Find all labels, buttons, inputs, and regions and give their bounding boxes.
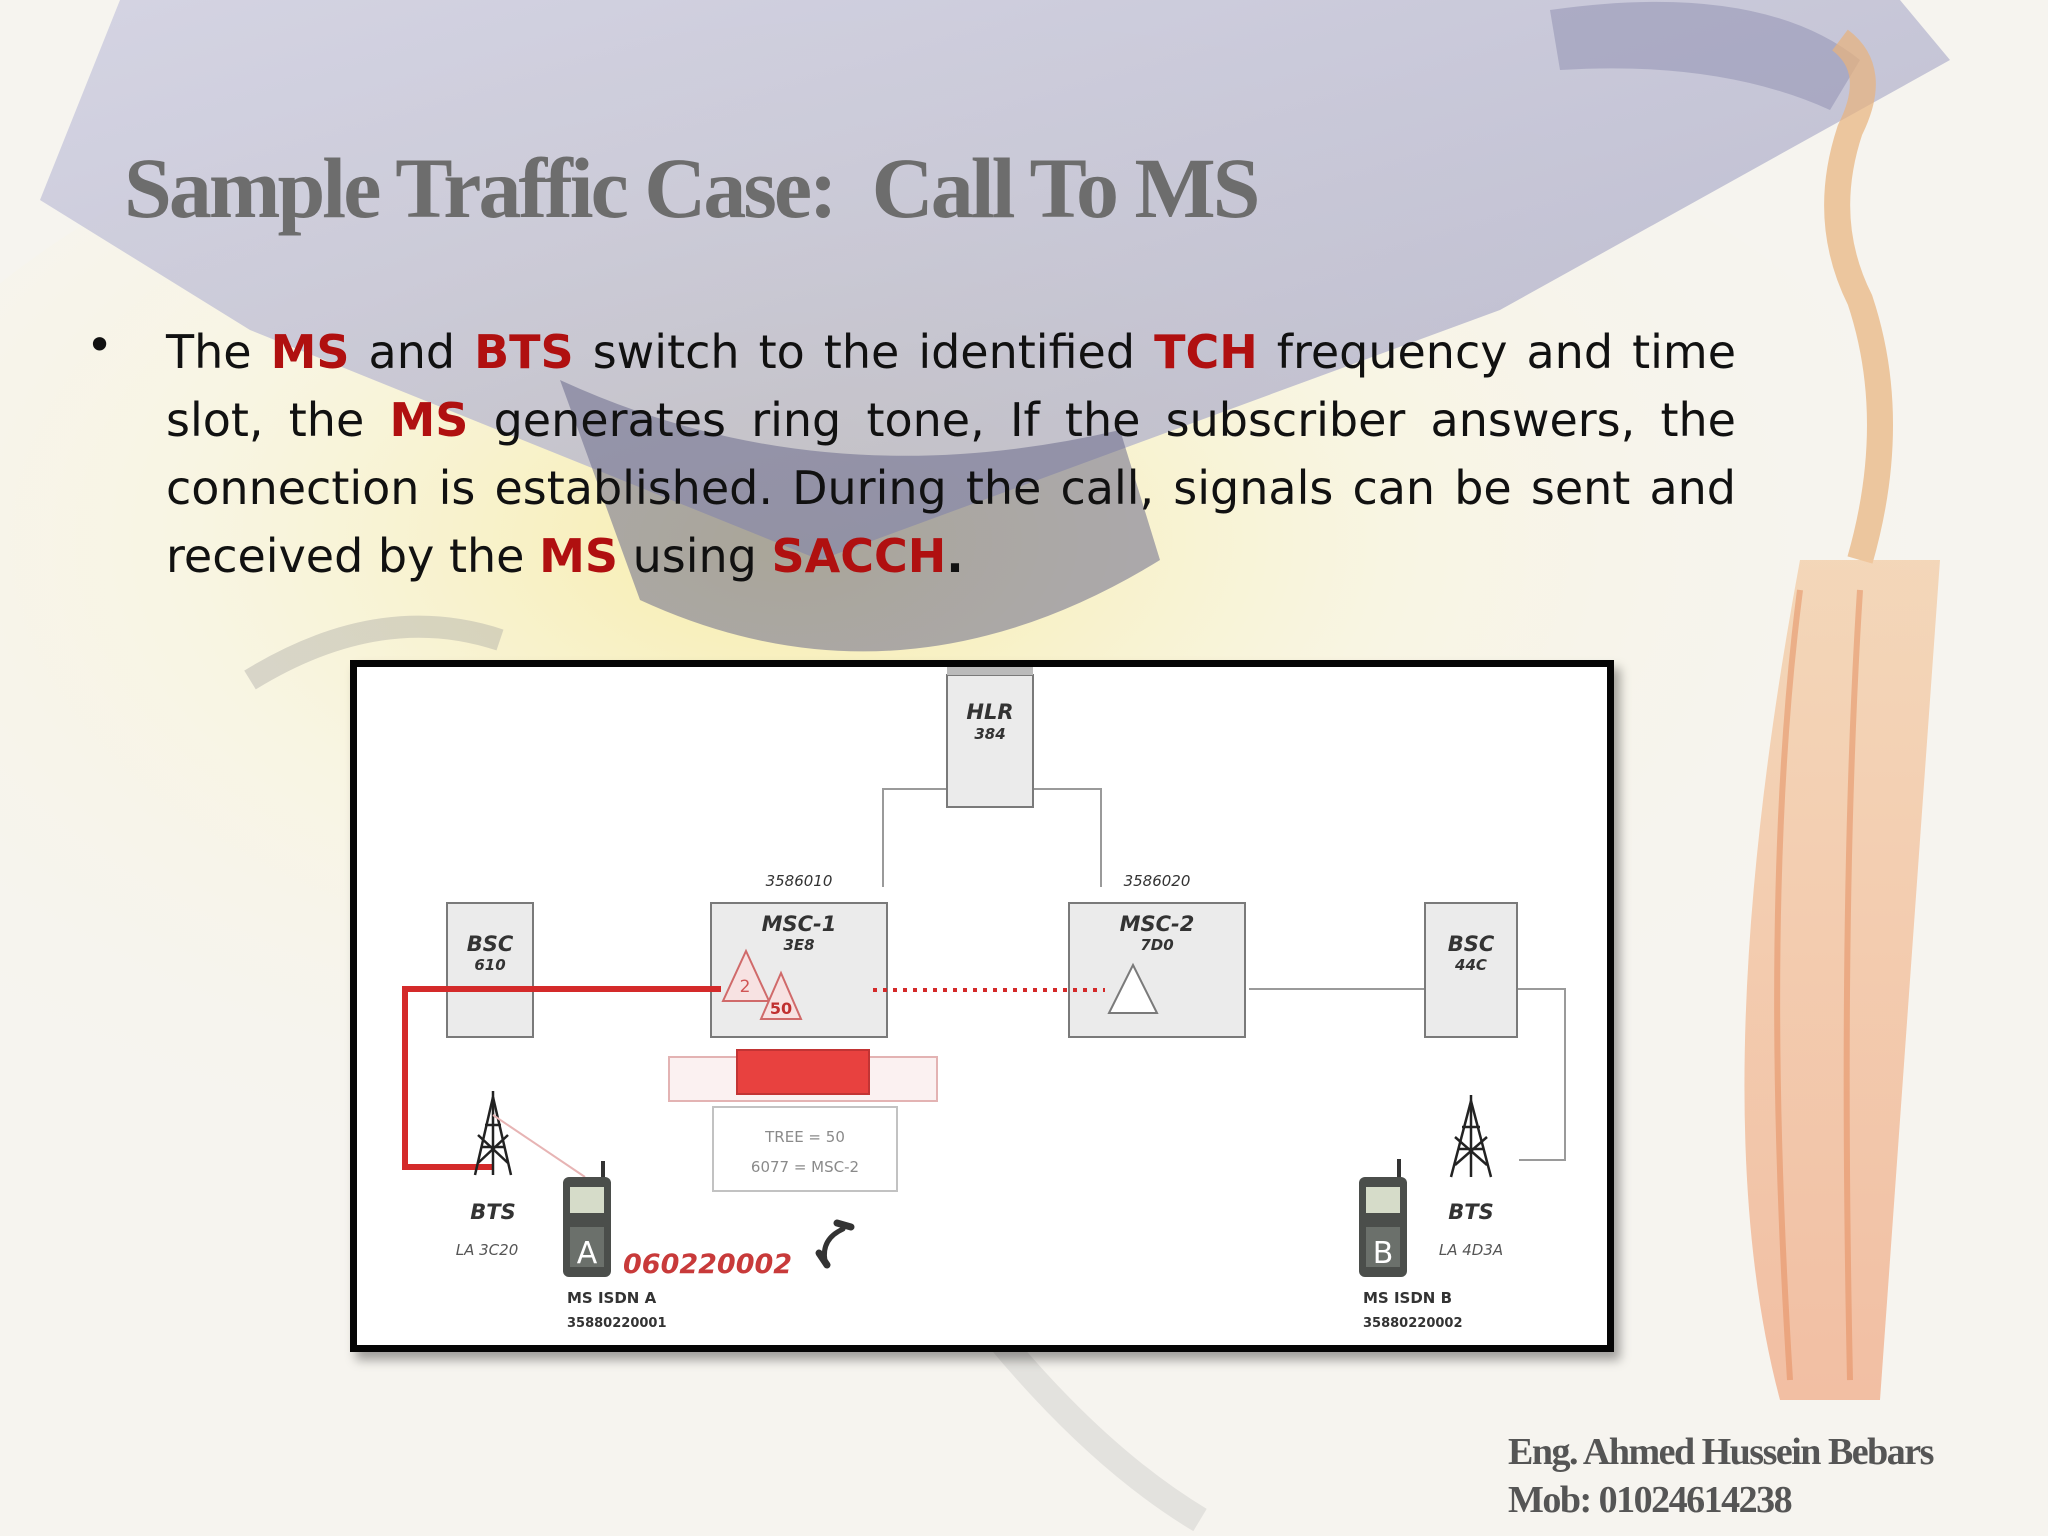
bullet-marker: • — [86, 318, 114, 372]
bsc-a-code: 610 — [474, 956, 505, 974]
ms-b-isdn-label: MS ISDN B — [1363, 1289, 1452, 1307]
msc1-triangle-b — [759, 970, 803, 1020]
radio-link-a — [492, 1114, 586, 1178]
tree-line-2: 6077 = MSC-2 — [751, 1158, 859, 1176]
keyword-tch: TCH — [1154, 325, 1258, 379]
ms-b-letter: B — [1373, 1236, 1394, 1271]
network-diagram: HLR 384 3586010 MSC-1 3E8 2 50 3586020 M… — [350, 660, 1614, 1352]
msc2-triangle — [1107, 962, 1159, 1014]
msc2-number: 3586020 — [1124, 872, 1191, 890]
bsc-b-node: BSC 44C — [1424, 902, 1518, 1038]
msc2-node: MSC-2 7D0 — [1068, 902, 1246, 1038]
handset-icon — [815, 1219, 855, 1269]
msc1-triangle-a-label: 2 — [740, 977, 751, 997]
msc2-code: 7D0 — [1140, 936, 1173, 954]
keyword-bts: BTS — [474, 325, 574, 379]
msc1-triangle-a — [721, 948, 771, 1002]
call-path — [402, 986, 721, 1170]
keyword-sacch: SACCH — [771, 529, 947, 583]
slide-title: Sample Traffic Case: Call To MS — [124, 140, 1260, 236]
hlr-node: HLR 384 — [946, 667, 1034, 808]
bts-a-label: BTS — [470, 1200, 515, 1224]
hlr-label: HLR — [966, 700, 1013, 724]
msc1-triangle-b-label: 50 — [770, 999, 792, 1018]
ms-a-letter: A — [577, 1236, 598, 1271]
author-footer: Eng. Ahmed Hussein Bebars Mob: 010246142… — [1508, 1428, 1934, 1524]
trunk-block — [736, 1049, 870, 1095]
msc1-label: MSC-1 — [762, 912, 837, 936]
bsc-b-label: BSC — [1448, 932, 1495, 956]
author-name: Eng. Ahmed Hussein Bebars — [1508, 1431, 1934, 1473]
ms-a-isdn-label: MS ISDN A — [567, 1289, 657, 1307]
ms-b-phone-icon: B — [1359, 1159, 1407, 1277]
msc1-code: 3E8 — [783, 936, 814, 954]
bullet-text: The MS and BTS switch to the identified … — [166, 325, 1736, 583]
tree-line-1: TREE = 50 — [764, 1128, 845, 1146]
bsc-a-node: BSC 610 — [446, 902, 534, 1038]
network-diagram-canvas: HLR 384 3586010 MSC-1 3E8 2 50 3586020 M… — [402, 667, 1566, 1331]
bts-a-la: LA 3C20 — [456, 1241, 519, 1259]
bsc-a-label: BSC — [467, 932, 514, 956]
dialed-number: 060220002 — [623, 1249, 792, 1280]
bts-a-tower-icon — [473, 1091, 513, 1176]
bsc-b-code: 44C — [1454, 956, 1487, 974]
keyword-ms: MS — [389, 393, 469, 447]
keyword-ms: MS — [539, 529, 618, 583]
author-mobile: Mob: 01024614238 — [1508, 1479, 1793, 1521]
tree-table: TREE = 50 6077 = MSC-2 — [712, 1106, 898, 1192]
ms-a-isdn-number: 35880220001 — [567, 1316, 667, 1331]
bts-b-label: BTS — [1448, 1200, 1493, 1224]
bts-b-la: LA 4D3A — [1439, 1241, 1503, 1259]
msc1-node: MSC-1 3E8 2 50 — [710, 902, 888, 1038]
msc1-number: 3586010 — [766, 872, 833, 890]
keyword-ms: MS — [270, 325, 350, 379]
bts-b-tower-icon — [1449, 1095, 1493, 1178]
msc2-label: MSC-2 — [1120, 912, 1195, 936]
ms-b-isdn-number: 35880220002 — [1363, 1316, 1463, 1331]
ms-a-phone-icon: A — [563, 1161, 611, 1277]
hlr-code: 384 — [974, 725, 1005, 743]
